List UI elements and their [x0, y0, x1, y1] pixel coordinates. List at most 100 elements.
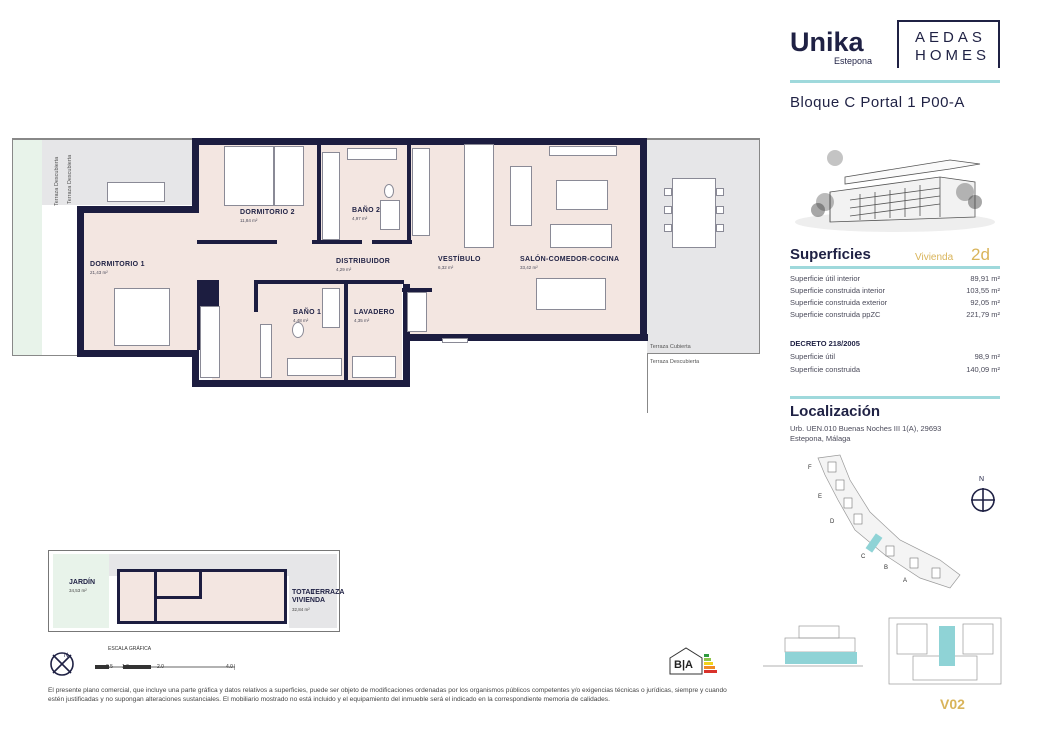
mini-terrace-area: 32,84 m²: [292, 607, 310, 612]
superficie-row-value: 221,79 m²: [966, 310, 1000, 319]
address-line2: Estepona, Málaga: [790, 434, 851, 443]
decree-row-label: Superficie construida: [790, 365, 861, 374]
room-label: LAVADERO: [354, 309, 395, 316]
bath-vanity: [380, 200, 400, 230]
floor-plan: Terraza Descubierta Terraza Descubierta …: [12, 138, 772, 413]
mini-total-label: VIVIENDA: [292, 597, 326, 604]
vivienda-label: Vivienda: [915, 252, 954, 263]
toilet: [384, 184, 394, 198]
decree-row-value: 140,09 m²: [966, 365, 1000, 374]
mini-terrace-label: TERRAZA: [311, 589, 345, 596]
bed: [224, 146, 274, 206]
room-label: DORMITORIO 1: [90, 261, 145, 268]
terrace-edge: [647, 138, 759, 140]
superficie-row-label: Superficie construida interior: [790, 286, 886, 295]
mini-walls: [117, 569, 287, 624]
wardrobe: [412, 148, 430, 236]
wall: [77, 206, 199, 213]
svg-text:N: N: [64, 653, 68, 659]
terrace-open: [647, 354, 772, 413]
chair: [664, 188, 672, 196]
mini-walls: [199, 569, 202, 599]
developer-logo-line2: HOMES: [915, 47, 991, 64]
north-compass-icon: N: [969, 476, 997, 516]
decree-heading: DECRETO 218/2005: [790, 339, 860, 348]
scale-title: ESCALA GRÁFICA: [108, 646, 152, 652]
mini-terrace: [289, 554, 337, 628]
room-label: VESTÍBULO: [438, 256, 481, 263]
wall: [192, 138, 647, 145]
wall: [407, 144, 411, 242]
room-label: DORMITORIO 2: [240, 209, 295, 216]
block-letter: B: [884, 565, 889, 571]
energy-rating-icon: B|A: [668, 646, 720, 676]
superficie-row-value: 89,91 m²: [970, 274, 1000, 283]
vivienda-type: 2d: [971, 245, 990, 264]
superficie-row-value: 103,55 m²: [966, 286, 1000, 295]
kitchen-counter: [464, 144, 494, 248]
room-area: 4,48 m²: [293, 318, 309, 323]
mini-garden-area: 34,53 m²: [69, 588, 87, 593]
terrace-label: Terraza Cubierta: [650, 344, 691, 350]
room-label: BAÑO 2: [352, 207, 381, 214]
superficie-row-value: 92,05 m²: [970, 298, 1000, 307]
room-label: DISTRIBUIDOR: [336, 258, 391, 265]
room-area: 33,42 m²: [520, 265, 538, 270]
block-letter: D: [830, 519, 835, 525]
superficie-row-label: Superficie útil interior: [790, 274, 861, 283]
scale-bar: [95, 657, 236, 670]
chair: [664, 224, 672, 232]
superficies-heading: Superficies: [790, 246, 871, 263]
scale-tick: 2.0: [157, 664, 164, 670]
sofa: [510, 166, 532, 226]
bed: [274, 146, 304, 206]
room-area: 4,29 m²: [336, 267, 352, 272]
sofa: [107, 182, 165, 202]
mini-plan: JARDÍN 34,53 m² TOTAL VIVIENDA TERRAZA 3…: [48, 550, 344, 632]
decree-row-label: Superficie útil: [790, 352, 836, 361]
developer-logo: AEDAS HOMES: [897, 20, 999, 68]
chair: [716, 224, 724, 232]
floor-distribuidor: [197, 242, 407, 284]
tv-unit: [549, 146, 617, 156]
terrace-label: Terraza Descubierta: [54, 156, 60, 206]
bath-vanity: [322, 288, 340, 328]
terrace-edge: [12, 138, 194, 140]
section-diagram: [763, 618, 863, 688]
scale-tick: 4.0: [226, 664, 233, 670]
wall: [192, 380, 410, 387]
wall: [312, 240, 362, 244]
unit-title: Bloque C Portal 1 P00-A: [790, 94, 965, 111]
project-logo: Unika Estepona: [790, 28, 880, 66]
divider: [790, 266, 1000, 269]
mini-walls: [154, 569, 157, 624]
mini-walls: [157, 596, 202, 599]
wall: [372, 240, 412, 244]
chair: [664, 206, 672, 214]
wall: [640, 138, 647, 341]
logo-bracket: [998, 20, 1000, 68]
wall: [403, 334, 648, 341]
block-letter: C: [861, 554, 866, 560]
terrace-edge: [12, 138, 13, 356]
developer-logo-line1: AEDAS: [915, 29, 986, 46]
block-letter: F: [808, 465, 812, 471]
mini-garden: [53, 554, 109, 628]
terrace-label: Terraza Descubierta: [67, 154, 73, 204]
block-letter: A: [903, 578, 908, 584]
dining-table: [536, 278, 606, 310]
washing-machine: [352, 356, 396, 378]
terrace-label: Terraza Descubierta: [650, 359, 700, 365]
localizacion-heading: Localización: [790, 403, 881, 420]
wall: [402, 288, 432, 292]
divider: [790, 396, 1000, 399]
wall: [344, 280, 348, 380]
key-floorplan: [885, 612, 1005, 690]
wall: [77, 350, 195, 357]
wardrobe: [200, 306, 220, 378]
toilet: [292, 322, 304, 338]
wall: [77, 206, 84, 356]
disclaimer: El presente plano comercial, que incluye…: [48, 687, 727, 703]
bathtub: [287, 358, 342, 376]
wall: [254, 280, 404, 284]
